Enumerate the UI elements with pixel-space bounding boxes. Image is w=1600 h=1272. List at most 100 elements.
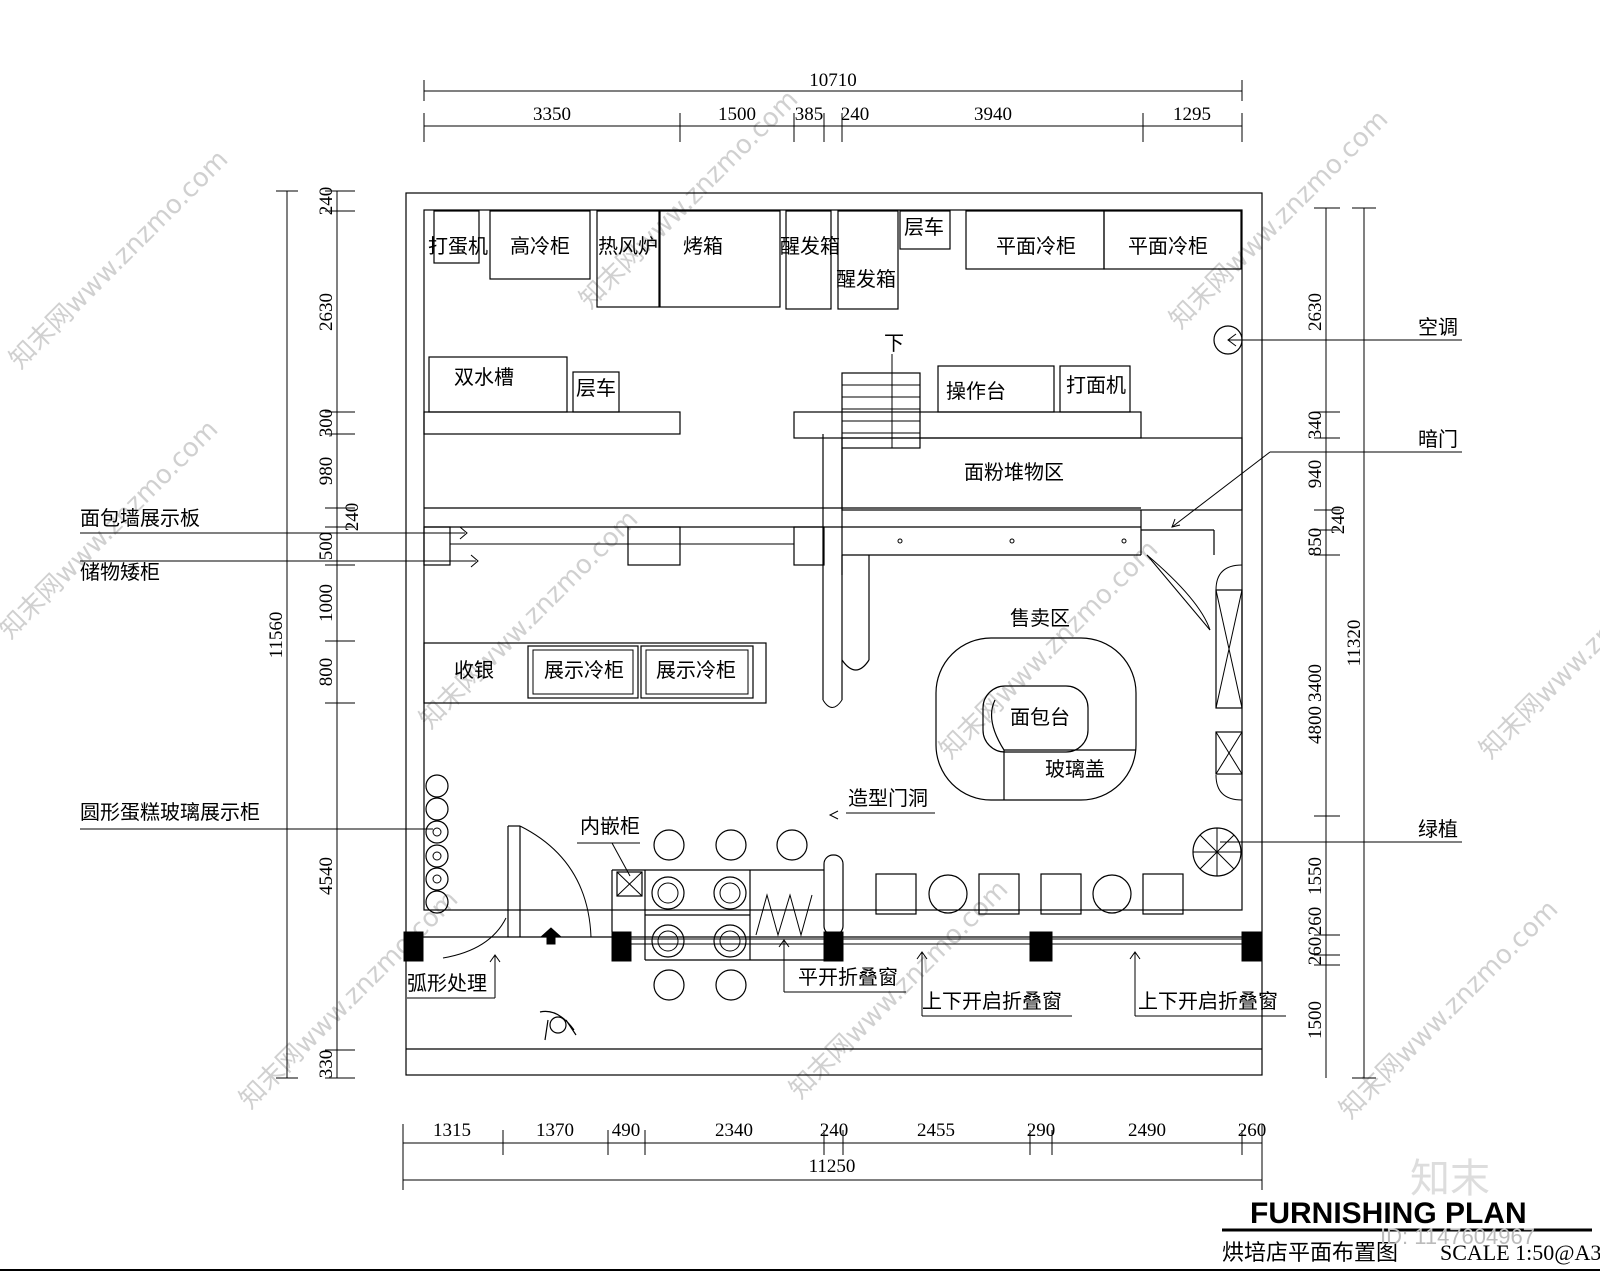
label-bread-table: 面包台 [1010,705,1070,729]
dim-left-8: 800 [316,658,337,687]
kitchen-equipment: 打蛋机 高冷柜 热风炉 烤箱 醒发箱 醒发箱 层车 平面冷柜 平面冷柜 双水槽 … [423,210,1243,708]
label-flat-fridge-2: 平面冷柜 [1128,234,1208,258]
dim-right-10: 260 [1305,937,1326,966]
dim-right-1: 2630 [1305,293,1326,331]
callout-updown-folding-window-2: 上下开启折叠窗 [1138,989,1278,1013]
label-flour-area: 面粉堆物区 [964,460,1064,484]
label-sales-area: 售卖区 [1010,606,1070,630]
dim-left-4: 980 [316,457,337,486]
label-rack-top: 层车 [904,215,944,239]
label-hot-air-oven: 热风炉 [598,234,658,258]
title-block: 知末 FURNISHING PLAN 烘培店平面布置图 SCALE 1:50@A… [0,1156,1600,1271]
high-fridge-box [489,210,591,280]
dim-top-2: 1500 [718,104,756,125]
dim-left-3: 300 [316,409,337,438]
dim-left-7: 1000 [316,584,337,622]
image-id: ID: 1147604967 [1380,1224,1535,1249]
hot-air-oven-box [596,210,660,308]
stairs [841,372,921,449]
callout-updown-folding-window-1: 上下开启折叠窗 [922,989,1062,1013]
proofer-box-2 [837,210,899,310]
egg-beater-box [433,210,480,264]
dim-bottom-8: 2490 [1128,1120,1166,1141]
label-double-sink: 双水槽 [454,365,514,389]
label-display-fridge-2: 展示冷柜 [656,658,736,682]
dim-left-10: 330 [316,1050,337,1079]
watermark: 知末网www.znzmo.com [414,504,645,735]
person-figure [539,1010,577,1041]
dim-bottom-9: 260 [1238,1120,1267,1141]
dim-bottom-total: 11250 [809,1156,856,1177]
proofer-box-1 [785,210,832,310]
dim-right-4: 240 [1328,506,1349,535]
dim-bottom-3: 490 [612,1120,641,1141]
label-built-in-cabinet: 内嵌柜 [580,814,640,838]
label-glass-cover: 玻璃盖 [1045,757,1105,781]
label-shaped-doorway: 造型门洞 [848,786,928,810]
brand-logo: 知末 [1410,1156,1490,1202]
display-fridge-2 [640,645,754,699]
dim-bottom-2: 1370 [536,1120,574,1141]
dim-top-5: 3940 [974,104,1012,125]
display-fridge-1 [527,645,639,699]
dim-right-5: 850 [1305,528,1326,557]
callout-arc-treatment: 弧形处理 [407,971,487,995]
label-display-fridge-1: 展示冷柜 [544,658,624,682]
dim-right-total: 11320 [1344,620,1365,667]
top-dimensions: 10710 3350 1500 385 240 3940 1295 [423,70,1243,142]
dim-bottom-6: 2455 [917,1120,955,1141]
front-shop: 收银 展示冷柜 展示冷柜 售卖区 面包台 玻璃盖 [423,325,1243,1041]
dim-left-5: 240 [342,503,363,532]
dim-top-6: 1295 [1173,104,1211,125]
callout-storage-low-cabinet: 储物矮柜 [80,560,160,584]
watermark: 知末网www.znzmo.com [934,534,1165,765]
callout-air-conditioner: 空调 [1418,315,1458,339]
dim-bottom-1: 1315 [433,1120,471,1141]
left-dimensions: 11560 240 2630 300 980 240 500 1000 800 … [266,187,363,1079]
watermark: 知末网www.znzmo.com [1164,104,1395,335]
dim-right-3: 940 [1305,460,1326,489]
label-high-fridge: 高冷柜 [510,234,570,258]
dim-right-8: 1550 [1305,857,1326,895]
label-cashier: 收银 [454,658,494,682]
label-dough-mixer: 打面机 [1066,373,1126,397]
callout-green-plant: 绿植 [1418,817,1458,841]
right-dimensions: 11320 2630 340 940 240 850 3400 4800 155… [1305,207,1376,1079]
dim-right-7: 4800 [1305,706,1326,744]
callout-bread-wall-board: 面包墙展示板 [80,506,200,530]
dim-top-total: 10710 [809,70,857,91]
label-down: 下 [884,331,904,355]
label-oven: 烤箱 [683,234,723,258]
dim-left-6: 500 [316,532,337,561]
dim-left-total: 11560 [266,612,287,659]
label-proofer-2: 醒发箱 [836,267,896,291]
dim-left-9: 4540 [316,857,337,895]
title-english: FURNISHING PLAN [1250,1197,1527,1230]
callout-hidden-door: 暗门 [1418,427,1458,451]
dim-top-4: 240 [841,104,870,125]
watermark: 知末网www.znzmo.com [1334,894,1565,1125]
flat-fridge-box-2 [1103,210,1242,270]
dim-left-2: 2630 [316,293,337,331]
oven-box [659,210,781,308]
label-egg-beater: 打蛋机 [428,234,488,258]
label-proofer-1: 醒发箱 [780,234,840,258]
label-flat-fridge-1: 平面冷柜 [996,234,1076,258]
dim-bottom-7: 290 [1027,1120,1056,1141]
watermark: 知末网www.znzmo.com [1474,534,1600,765]
dim-right-11: 1500 [1305,1001,1326,1039]
dim-top-3: 385 [795,104,824,125]
dim-right-6: 3400 [1305,664,1326,702]
sales-island [935,637,1137,801]
dim-right-9: 260 [1305,907,1326,936]
table-set [651,876,747,958]
label-rack-mid: 层车 [576,376,616,400]
callouts: 面包墙展示板 储物矮柜 圆形蛋糕玻璃展示柜 空调 暗门 绿植 弧形处理 平开折叠… [80,315,1462,1017]
dim-left-1: 240 [316,187,337,216]
dim-top-1: 3350 [533,104,571,125]
dim-bottom-4: 2340 [715,1120,753,1141]
watermark: 知末网www.znzmo.com [234,884,465,1115]
watermark: 知末网www.znzmo.com [4,144,235,375]
callout-casement-folding-window: 平开折叠窗 [798,965,898,989]
